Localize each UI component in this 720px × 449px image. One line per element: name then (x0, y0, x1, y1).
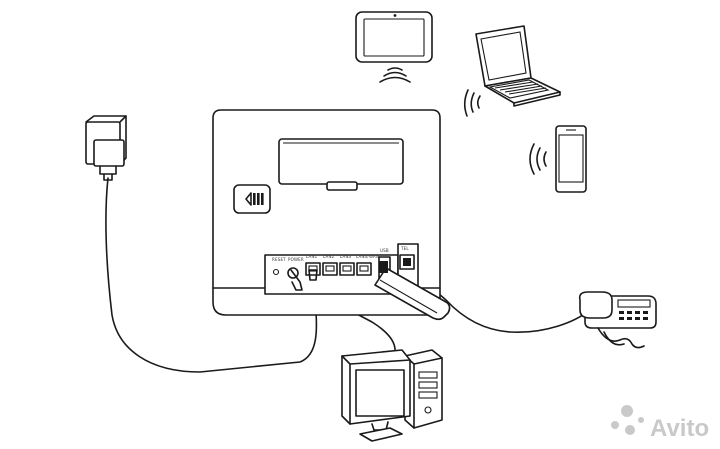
router-icon: RESET POWER LAN1 LAN2 LAN3 LAN4/WAN USB … (212, 109, 441, 316)
avito-watermark: Avito (611, 405, 709, 442)
port-label-lan1: LAN1 (306, 254, 318, 259)
port-label-power: POWER (288, 257, 304, 262)
port-label-lan4-wan: LAN4/WAN (356, 254, 379, 259)
watermark-text: Avito (650, 415, 709, 442)
laptop-icon (463, 25, 561, 117)
power-adapter-icon (85, 115, 127, 181)
port-label-tel: TEL (400, 246, 409, 251)
landline-phone-icon (578, 291, 657, 349)
usb-modem-icon (374, 261, 451, 321)
smartphone-icon (529, 125, 587, 193)
lan-ports (305, 262, 372, 281)
avito-logo-icon (611, 405, 644, 435)
desktop-computer-icon (341, 349, 443, 442)
port-label-reset: RESET (272, 257, 286, 262)
reset-button-icon (272, 268, 280, 276)
port-label-lan2: LAN2 (323, 254, 335, 259)
tablet-icon (355, 11, 433, 83)
port-label-lan3: LAN3 (340, 254, 352, 259)
port-label-usb: USB (380, 248, 389, 253)
sim-slot-icon (245, 192, 264, 206)
